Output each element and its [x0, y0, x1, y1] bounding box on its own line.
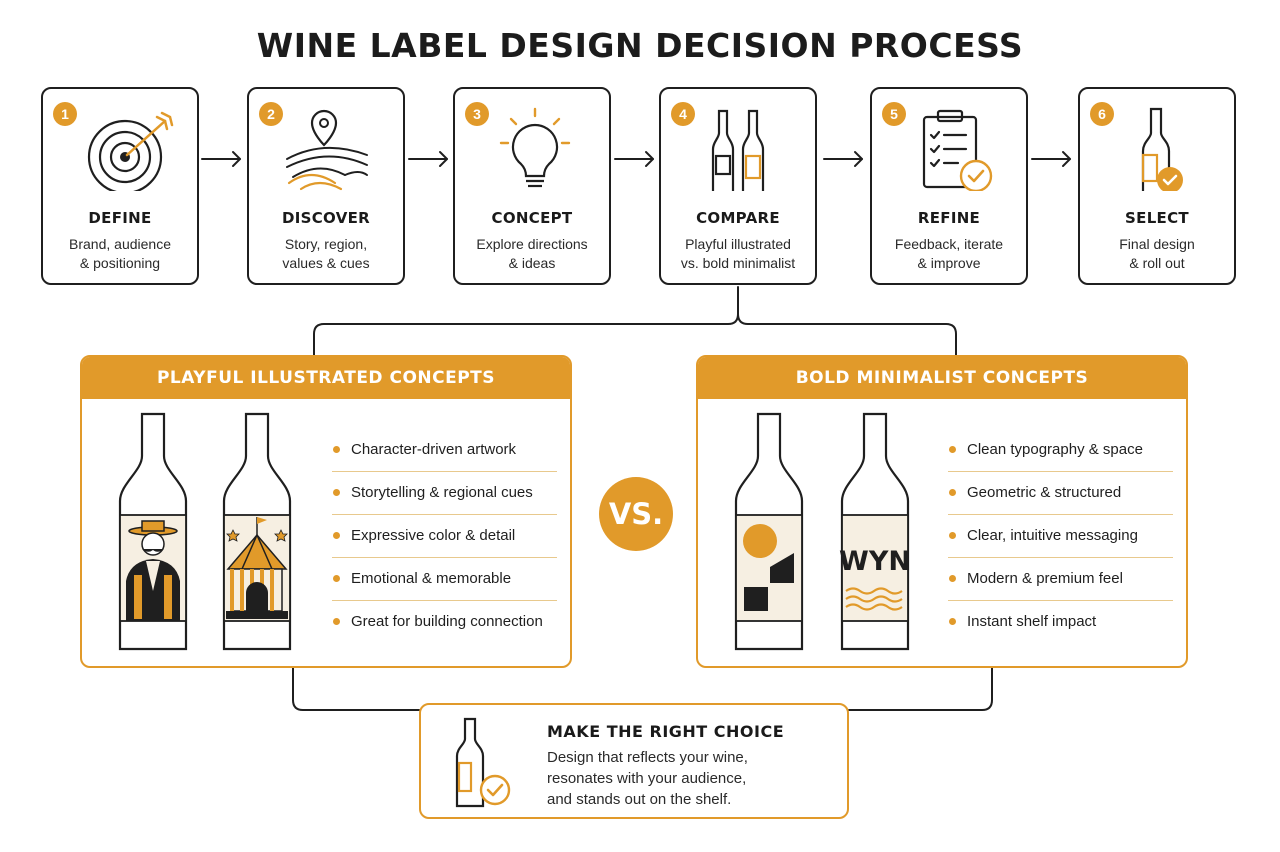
playful-feature-list: Character-driven artwork Storytelling & … [332, 429, 557, 644]
bullet-dot-icon [949, 489, 956, 496]
step-number-badge: 4 [671, 102, 695, 126]
lightbulb-icon [499, 107, 571, 188]
right-choice-box: MAKE THE RIGHT CHOICE Design that reflec… [419, 703, 849, 819]
branch-line [737, 313, 957, 356]
target-arrow-icon [87, 111, 174, 191]
step-description: Brand, audience& positioning [69, 236, 171, 271]
step-card-refine: 5 REFINE Feedback, iterate& improve [870, 87, 1028, 285]
list-item: Great for building connection [332, 601, 557, 644]
step-description: Story, region,values & cues [282, 236, 370, 271]
panel-heading: PLAYFUL ILLUSTRATED CONCEPTS [82, 357, 570, 399]
arrow-icon [1031, 151, 1071, 167]
playful-concepts-panel: PLAYFUL ILLUSTRATED CONCEPTS [80, 355, 572, 668]
list-item: Modern & premium feel [948, 558, 1173, 601]
bullet-dot-icon [949, 532, 956, 539]
step-title: SELECT [1125, 209, 1189, 227]
merge-line [292, 667, 420, 711]
step-card-discover: 2 DISCOVER Story, region,values & cues [247, 87, 405, 285]
minimalist-concepts-panel: BOLD MINIMALIST CONCEPTS WYN Clean typog… [696, 355, 1188, 668]
list-item: Storytelling & regional cues [332, 472, 557, 515]
step-description: Feedback, iterate& improve [894, 236, 1004, 271]
bullet-dot-icon [949, 446, 956, 453]
step-title: DEFINE [88, 209, 152, 227]
wyn-label-text: WYN [839, 546, 911, 577]
minimalist-bottle-typography-icon: WYN [839, 412, 911, 651]
branch-line [313, 286, 739, 356]
two-bottles-icon [711, 109, 765, 191]
illustrated-bottle-circus-tent-icon [222, 412, 292, 651]
bullet-dot-icon [333, 489, 340, 496]
step-number-badge: 1 [53, 102, 77, 126]
arrow-icon [823, 151, 863, 167]
step-title: COMPARE [696, 209, 780, 227]
bottle-check-icon [455, 717, 511, 808]
list-item: Instant shelf impact [948, 601, 1173, 644]
choice-description: Design that reflects your wine, resonate… [547, 749, 748, 808]
step-card-select: 6 SELECT Final design& roll out [1078, 87, 1236, 285]
checklist-icon [922, 109, 993, 191]
minimalist-feature-list: Clean typography & space Geometric & str… [948, 429, 1173, 644]
step-title: CONCEPT [491, 209, 573, 227]
list-item: Character-driven artwork [332, 429, 557, 472]
list-item: Geometric & structured [948, 472, 1173, 515]
bullet-dot-icon [949, 618, 956, 625]
bullet-dot-icon [333, 446, 340, 453]
bullet-dot-icon [949, 575, 956, 582]
step-description: Final design& roll out [1119, 236, 1195, 271]
choice-title: MAKE THE RIGHT CHOICE [547, 722, 785, 741]
merge-line [848, 667, 993, 711]
location-vineyard-icon [286, 109, 368, 191]
bottle-check-icon [1141, 107, 1183, 191]
illustrated-bottles [118, 412, 292, 651]
arrow-icon [408, 151, 448, 167]
bullet-dot-icon [333, 618, 340, 625]
minimalist-bottles: WYN [734, 412, 911, 651]
list-item: Expressive color & detail [332, 515, 557, 558]
versus-badge: VS. [599, 477, 673, 551]
page-title: WINE LABEL DESIGN DECISION PROCESS [256, 26, 1024, 65]
step-card-define: 1 DEFINE Brand, audience& positioning [41, 87, 199, 285]
minimalist-bottle-geometric-icon [734, 412, 804, 651]
step-number-badge: 5 [882, 102, 906, 126]
arrow-icon [201, 151, 241, 167]
list-item: Emotional & memorable [332, 558, 557, 601]
step-number-badge: 6 [1090, 102, 1114, 126]
bullet-dot-icon [333, 532, 340, 539]
illustrated-bottle-character-icon [118, 412, 188, 651]
step-card-concept: 3 CONCEPT Explore directions& ideas [453, 87, 611, 285]
arrow-icon [614, 151, 654, 167]
list-item: Clear, intuitive messaging [948, 515, 1173, 558]
step-description: Explore directions& ideas [476, 236, 588, 271]
step-number-badge: 2 [259, 102, 283, 126]
step-number-badge: 3 [465, 102, 489, 126]
step-title: REFINE [917, 209, 981, 227]
step-title: DISCOVER [282, 209, 370, 227]
bullet-dot-icon [333, 575, 340, 582]
list-item: Clean typography & space [948, 429, 1173, 472]
panel-heading: BOLD MINIMALIST CONCEPTS [698, 357, 1186, 399]
